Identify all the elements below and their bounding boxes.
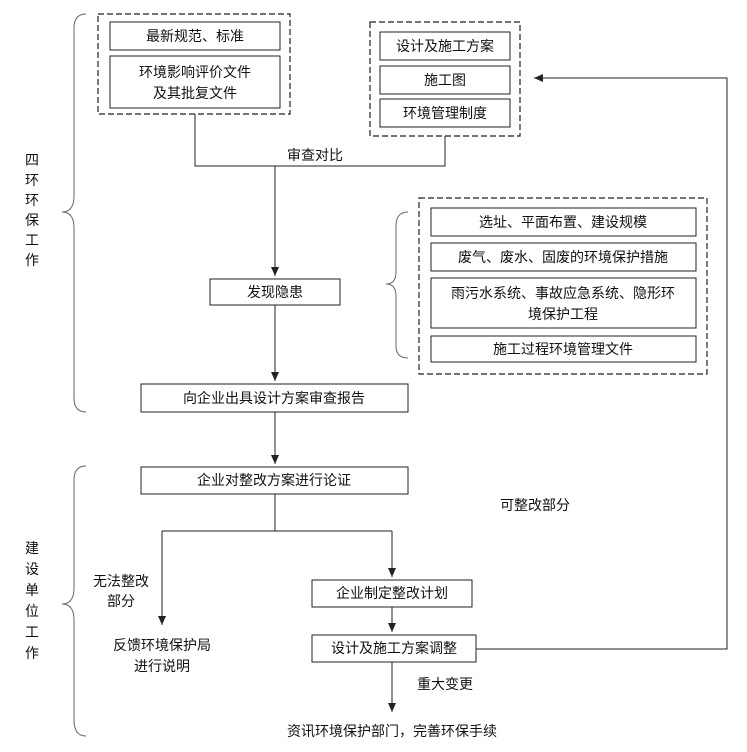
unfixable-label-line1: 无法整改 <box>93 574 149 590</box>
issue-process-text: 施工过程环境管理文件 <box>493 342 633 358</box>
adjust-text: 设计及施工方案调整 <box>331 640 457 657</box>
adjust-box <box>311 634 477 663</box>
report-text: 向企业出具设计方案审查报告 <box>183 390 365 407</box>
section1-char: 四 <box>25 153 39 169</box>
drawings-box <box>379 65 511 95</box>
unfixable-label-line2: 部分 <box>107 594 135 610</box>
issue-site-text: 选址、平面布置、建设规模 <box>479 215 647 231</box>
section2-label: 建 设 单 位 工 作 <box>25 541 39 662</box>
section1-char: 环 <box>25 193 39 209</box>
standards-box <box>109 21 281 51</box>
feedback-line1: 反馈环境保护局 <box>113 638 211 654</box>
arrow-loop-to-design <box>476 74 728 650</box>
feedback-line2: 进行说明 <box>134 659 190 675</box>
drawings-text: 施工图 <box>424 73 466 89</box>
section2-char: 位 <box>25 604 39 620</box>
split-line-left <box>162 494 276 532</box>
env-management-box <box>379 98 511 128</box>
find-issue-text: 发现隐患 <box>247 285 303 301</box>
section2-char: 单 <box>25 583 39 599</box>
section1-char: 作 <box>25 253 39 269</box>
issue-brace <box>385 211 409 359</box>
section1-char: 保 <box>25 213 39 229</box>
group-left-frame <box>97 13 291 115</box>
review-label: 审查对比 <box>287 148 343 164</box>
eia-text-line2: 及其批复文件 <box>153 85 237 102</box>
section2-brace <box>61 465 87 737</box>
issue-process-box <box>430 335 697 363</box>
rectify-plan-text: 企业制定整改计划 <box>336 585 448 602</box>
report-box <box>140 383 409 413</box>
final-text: 资讯环境保护部门，完善环保手续 <box>287 723 497 740</box>
section1-char: 工 <box>25 233 39 249</box>
section2-char: 作 <box>25 646 39 662</box>
fixable-label: 可整改部分 <box>500 498 570 514</box>
section1-label: 四 环 环 保 工 作 <box>25 153 39 269</box>
eia-box <box>109 55 281 109</box>
issue-system-text-line2: 境保护工程 <box>528 307 598 323</box>
issue-system-text-line1: 雨污水系统、事故应急系统、隐形环 <box>451 285 675 302</box>
env-management-text: 环境管理制度 <box>403 106 487 122</box>
design-plan-text: 设计及施工方案 <box>396 38 494 55</box>
issue-site-box <box>430 207 697 237</box>
section2-char: 工 <box>25 625 39 641</box>
section1-char: 环 <box>25 173 39 189</box>
major-change-label: 重大变更 <box>417 677 473 693</box>
issue-list-frame <box>418 197 708 375</box>
demonstration-text: 企业对整改方案进行论证 <box>197 472 351 489</box>
standards-text: 最新规范、标准 <box>146 28 244 45</box>
issue-pollution-box <box>430 242 697 272</box>
eia-text-line1: 环境影响评价文件 <box>139 65 251 81</box>
section2-char: 设 <box>25 562 39 578</box>
issue-system-box <box>430 277 697 329</box>
section2-char: 建 <box>25 541 39 557</box>
issue-pollution-text: 废气、废水、固废的环境保护措施 <box>458 250 668 266</box>
review-bracket <box>194 114 446 167</box>
demonstration-box <box>140 466 409 495</box>
rectify-plan-box <box>311 579 473 608</box>
design-plan-box <box>379 31 511 61</box>
section1-brace <box>61 13 87 413</box>
